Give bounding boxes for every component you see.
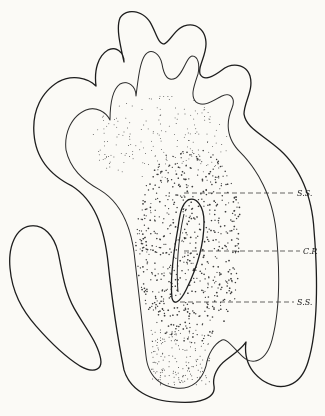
cp-label: C.P. xyxy=(303,247,318,256)
lower-ss-label: S.S. xyxy=(297,298,312,307)
outer-cortex-outline xyxy=(34,12,317,403)
upper-ss-label: S.S. xyxy=(297,189,312,198)
left-lobe-outline xyxy=(10,226,101,370)
